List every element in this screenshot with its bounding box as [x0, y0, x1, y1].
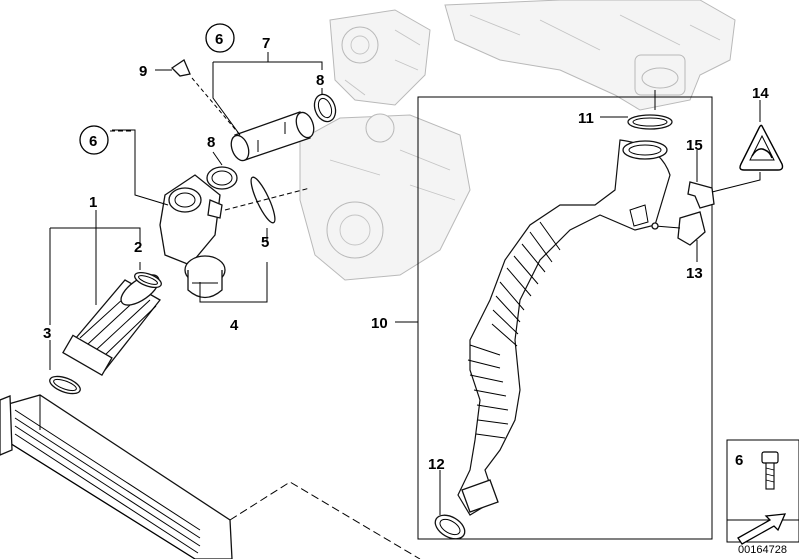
callout-8-left: 8 [207, 134, 215, 151]
seal-ring-8-top [313, 93, 337, 123]
callout-6-left: 6 [89, 133, 97, 150]
gasket-5 [250, 176, 276, 224]
bolt-inset [726, 439, 799, 543]
callout-5: 5 [261, 234, 269, 251]
leader-lines [49, 52, 761, 559]
callout-6-top: 6 [215, 31, 223, 48]
intercooler [0, 394, 233, 559]
callout-4: 4 [230, 317, 239, 334]
seal-ring-3 [49, 375, 81, 395]
ghost-turbocharger-top [329, 9, 431, 106]
bracket-15 [687, 181, 715, 209]
sensor-housing [184, 255, 226, 299]
ghost-turbocharger-main [299, 113, 471, 281]
ghost-intake-manifold [444, 0, 736, 111]
callout-6-circle-top [205, 23, 235, 53]
clip-9 [170, 59, 191, 77]
triangle-warning-icon [739, 124, 784, 171]
callout-10: 10 [371, 315, 388, 332]
charge-pipe-7 [230, 111, 315, 162]
direction-arrow-icon [733, 513, 790, 545]
callout-1: 1 [89, 194, 97, 211]
part-number: 00164728 [738, 544, 787, 556]
detail-frame-10 [417, 96, 713, 540]
seal-ring-8-bottom [206, 166, 238, 190]
callout-15: 15 [686, 137, 703, 154]
callout-6-inset: 6 [735, 452, 743, 469]
callout-8-top: 8 [316, 72, 324, 89]
bolt-icon [761, 451, 779, 490]
callout-13: 13 [686, 265, 703, 282]
callout-11: 11 [578, 110, 594, 127]
seal-ring-11 [627, 114, 673, 130]
callout-14: 14 [752, 85, 769, 102]
intake-elbow [159, 174, 223, 266]
callout-2: 2 [134, 239, 142, 256]
callout-9: 9 [139, 63, 147, 80]
seal-ring-2 [134, 271, 162, 289]
callout-12: 12 [428, 456, 445, 473]
charge-air-hose [62, 274, 161, 377]
sensor-13 [651, 211, 706, 246]
intake-hose-10 [457, 139, 671, 516]
callout-3: 3 [43, 325, 51, 342]
callout-7: 7 [262, 35, 270, 52]
seal-ring-12 [434, 514, 466, 540]
callout-6-circle-left [79, 125, 109, 155]
